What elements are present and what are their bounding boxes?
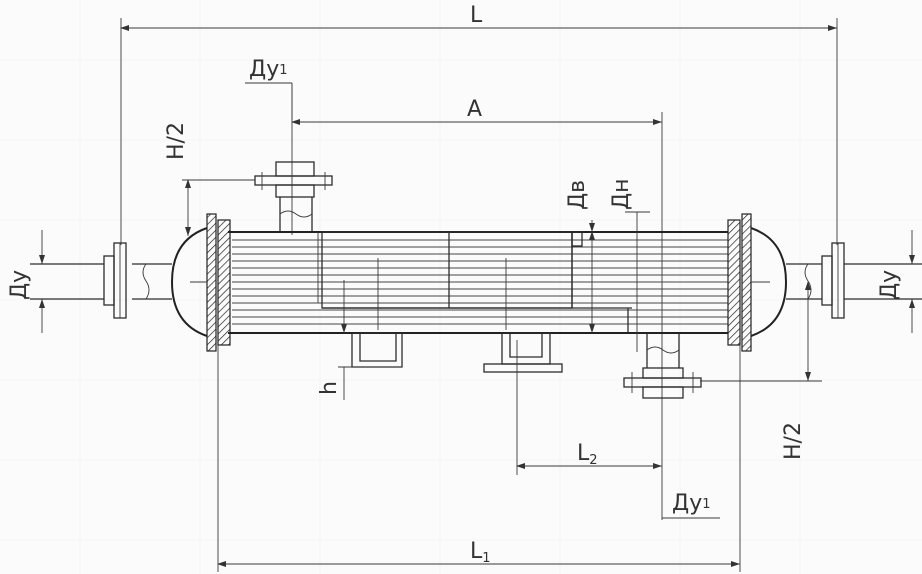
shell-body xyxy=(228,231,728,334)
tube-bundle xyxy=(232,239,728,325)
dimension-h2-left xyxy=(182,179,255,236)
label-L: L xyxy=(470,3,483,28)
dimension-h2-right xyxy=(700,281,822,382)
dimension-dn xyxy=(625,211,650,352)
dimension-h xyxy=(338,280,402,400)
label-dn: Дн xyxy=(609,178,634,210)
label-du-left: Ду xyxy=(7,270,32,300)
tube-sheet-right xyxy=(727,213,752,352)
label-dv: Дв xyxy=(565,180,590,210)
leader-du1-top xyxy=(245,82,293,120)
label-L1: L1 xyxy=(470,539,491,566)
dimension-L xyxy=(120,18,838,245)
dimension-L1 xyxy=(217,345,741,572)
tube-sheet-left xyxy=(206,213,231,352)
dimension-A xyxy=(291,84,663,520)
support-middle xyxy=(483,332,563,373)
label-h2-right: Н/2 xyxy=(781,422,806,460)
label-h2-left: Н/2 xyxy=(164,122,189,160)
label-du-right: Ду xyxy=(877,270,902,300)
bottom-nozzle xyxy=(623,333,702,399)
support-left xyxy=(351,332,403,368)
label-du1-top: Ду1 xyxy=(249,57,288,82)
label-du1-bottom: Ду1 xyxy=(672,491,711,516)
top-nozzle xyxy=(254,161,333,232)
left-head xyxy=(30,227,208,337)
label-A: A xyxy=(467,97,482,122)
dimension-L2 xyxy=(516,340,662,475)
label-h: h xyxy=(317,381,342,395)
label-L2: L2 xyxy=(577,441,598,468)
